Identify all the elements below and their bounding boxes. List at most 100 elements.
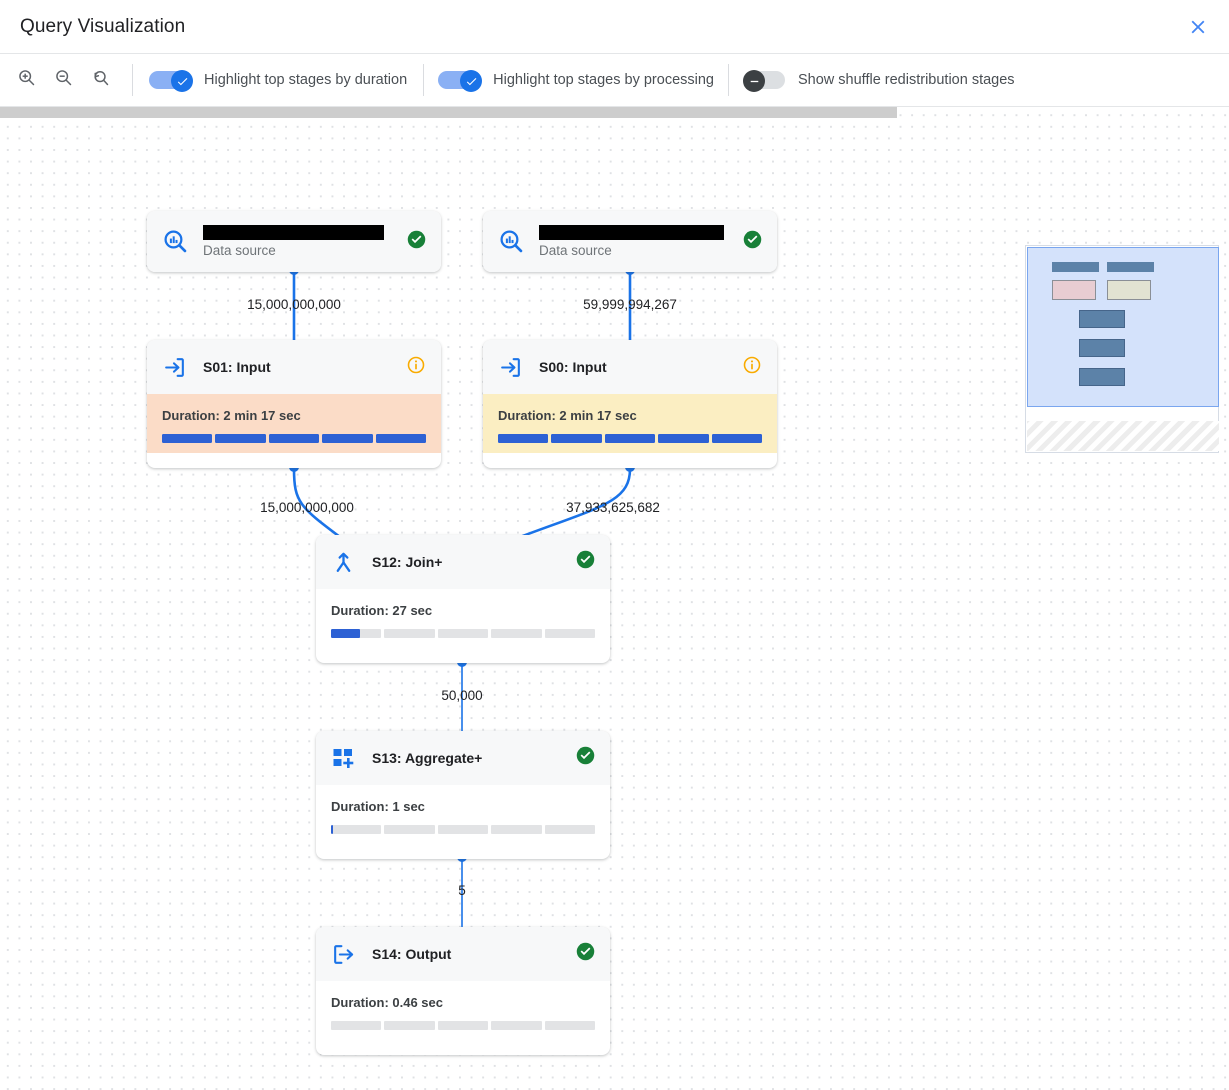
edge-label: 37,933,625,682 (566, 500, 660, 515)
input-arrow-icon (498, 355, 526, 380)
bar-segment (331, 825, 382, 834)
zoom-reset-icon (90, 67, 111, 93)
toggle-highlight-duration-switch[interactable] (149, 70, 193, 92)
info-circle-icon (742, 355, 762, 380)
node-title: S13: Aggregate+ (372, 750, 483, 766)
redacted-datasource-name (539, 225, 724, 240)
close-icon (1187, 16, 1209, 38)
bar-segment (437, 629, 489, 638)
bar-segment (322, 434, 373, 443)
status-badge (574, 549, 596, 575)
node-title: S01: Input (203, 359, 271, 375)
bar-segment (384, 825, 435, 834)
node-s01-input[interactable]: S01: Input Duration: 2 min 17 sec (147, 340, 441, 468)
status-badge[interactable] (405, 355, 427, 380)
node-subtitle: Data source (539, 243, 612, 258)
edge-label: 15,000,000,000 (260, 500, 354, 515)
aggregate-plus-icon (331, 746, 359, 770)
info-circle-icon (406, 355, 426, 380)
duration-bar (498, 434, 763, 443)
close-button[interactable] (1181, 10, 1215, 44)
toolbar-divider-3 (728, 64, 729, 96)
bar-segment (711, 434, 763, 443)
edge-label: 59,999,994,267 (583, 297, 677, 312)
minimap-node (1107, 280, 1151, 300)
node-title: S14: Output (372, 946, 452, 962)
switch-knob (743, 70, 765, 92)
node-titles: S01: Input (203, 359, 405, 375)
toggle-highlight-processing-switch[interactable] (438, 70, 483, 92)
switch-knob (460, 70, 483, 92)
bar-segment (491, 629, 542, 638)
graph-minimap[interactable] (1025, 245, 1219, 453)
node-data-source-right[interactable]: Data source (483, 211, 777, 272)
bar-segment (215, 434, 266, 443)
status-badge[interactable] (741, 355, 763, 380)
bigquery-datasource-icon (498, 228, 526, 255)
status-badge (574, 941, 596, 967)
bar-segment (491, 825, 542, 834)
node-s00-input[interactable]: S00: Input Duration: 2 min 17 sec (483, 340, 777, 468)
minimap-node (1052, 280, 1096, 300)
node-s13-aggregate[interactable]: S13: Aggregate+ Duration: 1 sec (316, 731, 610, 859)
node-duration: Duration: 2 min 17 sec (162, 408, 301, 423)
minimap-node (1052, 262, 1099, 272)
bar-segment (551, 434, 602, 443)
toggle-highlight-duration[interactable]: Highlight top stages by duration (149, 70, 408, 92)
zoom-reset-button[interactable] (86, 66, 114, 94)
node-s12-join[interactable]: S12: Join+ Duration: 27 sec (316, 535, 610, 663)
zoom-out-button[interactable] (49, 66, 77, 94)
node-header: S13: Aggregate+ (316, 731, 610, 785)
zoom-in-icon (16, 67, 37, 93)
edge-label: 15,000,000,000 (247, 297, 341, 312)
node-s14-output[interactable]: S14: Output Duration: 0.46 sec (316, 927, 610, 1055)
node-duration: Duration: 1 sec (331, 799, 425, 814)
duration-bar (331, 825, 596, 834)
minimap-viewport[interactable] (1027, 247, 1219, 407)
toolbar-divider-1 (132, 64, 133, 96)
check-circle-icon (575, 745, 596, 771)
duration-bar (162, 434, 427, 443)
bar-segment (437, 1021, 489, 1030)
bigquery-datasource-icon (162, 228, 190, 255)
minimap-node (1079, 339, 1125, 357)
toolbar-divider-2 (423, 64, 425, 96)
edge-label: 5 (458, 883, 466, 898)
bar-segment (375, 434, 427, 443)
graph-canvas[interactable]: 15,000,000,000 59,999,994,267 15,000,000… (0, 107, 1229, 1090)
page-title: Query Visualization (20, 15, 186, 37)
duration-bar (331, 629, 596, 638)
node-body: Duration: 27 sec (316, 589, 610, 648)
input-arrow-icon (162, 355, 190, 380)
node-data-source-left[interactable]: Data source (147, 211, 441, 272)
toggle-show-shuffle-switch[interactable] (743, 70, 787, 92)
toggle-show-shuffle[interactable]: Show shuffle redistribution stages (743, 70, 1015, 92)
status-badge (741, 229, 763, 255)
bar-segment (268, 434, 320, 443)
node-header: S00: Input (483, 340, 777, 394)
check-circle-icon (575, 941, 596, 967)
node-title: S00: Input (539, 359, 607, 375)
horizontal-scrollbar[interactable] (0, 107, 897, 118)
merge-join-icon (331, 550, 359, 575)
bar-segment (658, 434, 709, 443)
minimap-node (1079, 368, 1125, 386)
bar-segment (604, 434, 656, 443)
zoom-in-button[interactable] (12, 66, 40, 94)
toggle-highlight-processing[interactable]: Highlight top stages by processing (438, 70, 714, 92)
redacted-datasource-name (203, 225, 384, 240)
toggle-highlight-duration-label: Highlight top stages by duration (204, 72, 408, 88)
node-subtitle: Data source (203, 243, 276, 258)
node-duration: Duration: 0.46 sec (331, 995, 443, 1010)
node-titles: S14: Output (372, 946, 574, 962)
node-titles: S13: Aggregate+ (372, 750, 574, 766)
toggle-show-shuffle-label: Show shuffle redistribution stages (798, 72, 1015, 88)
bar-segment (331, 629, 382, 638)
node-titles: S00: Input (539, 359, 741, 375)
duration-bar (331, 1021, 596, 1030)
bar-segment (544, 1021, 596, 1030)
bar-segment (384, 1021, 435, 1030)
bar-segment (544, 629, 596, 638)
bar-segment (491, 1021, 542, 1030)
status-badge (405, 229, 427, 255)
